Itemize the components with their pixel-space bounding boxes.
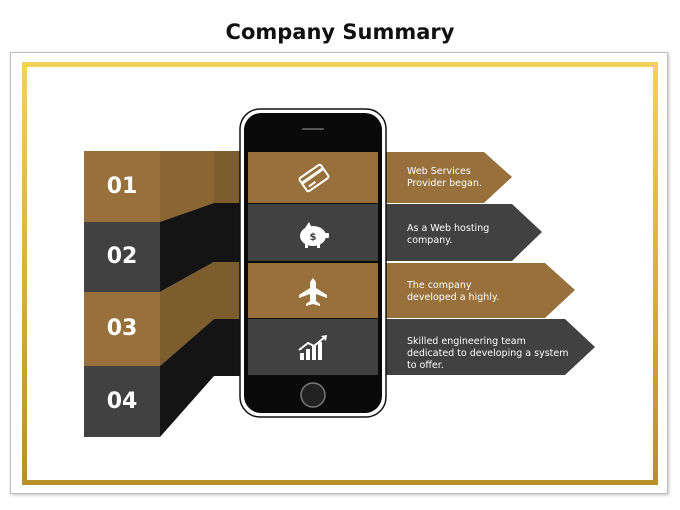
arrow-band-4 bbox=[372, 319, 595, 375]
connector-1-fold bbox=[160, 151, 214, 222]
step-number-2: 02 bbox=[106, 244, 138, 269]
step-number-3: 03 bbox=[106, 316, 138, 341]
step-number-4: 04 bbox=[106, 389, 138, 414]
connector-3 bbox=[160, 262, 248, 366]
phone-home-button bbox=[300, 382, 326, 408]
page-title: Company Summary bbox=[225, 20, 455, 44]
connector-2 bbox=[160, 203, 248, 292]
step-block-2 bbox=[84, 222, 160, 292]
step-block-1 bbox=[84, 151, 160, 222]
piggy-bank-icon: $ bbox=[300, 222, 329, 248]
phone-speaker bbox=[302, 128, 324, 130]
arrow-band-3 bbox=[372, 263, 575, 318]
credit-card-icon bbox=[298, 163, 330, 193]
step-text-3: The company developed a highly. bbox=[407, 280, 500, 303]
arrow-band-1 bbox=[372, 152, 512, 203]
step-block-3 bbox=[84, 292, 160, 366]
step-block-4 bbox=[84, 366, 160, 437]
arrow-band-2 bbox=[372, 204, 542, 261]
connector-4 bbox=[160, 319, 248, 437]
svg-text:$: $ bbox=[310, 232, 317, 243]
step-text-1: Web Services Provider began. bbox=[407, 166, 482, 189]
step-number-1: 01 bbox=[106, 174, 138, 199]
screen-band-1 bbox=[248, 152, 378, 203]
step-text-2: As a Web hosting company. bbox=[407, 223, 490, 246]
airplane-icon bbox=[299, 278, 327, 306]
step-text-4: Skilled engineering team dedicated to de… bbox=[407, 336, 569, 371]
growth-chart-icon bbox=[298, 335, 327, 360]
